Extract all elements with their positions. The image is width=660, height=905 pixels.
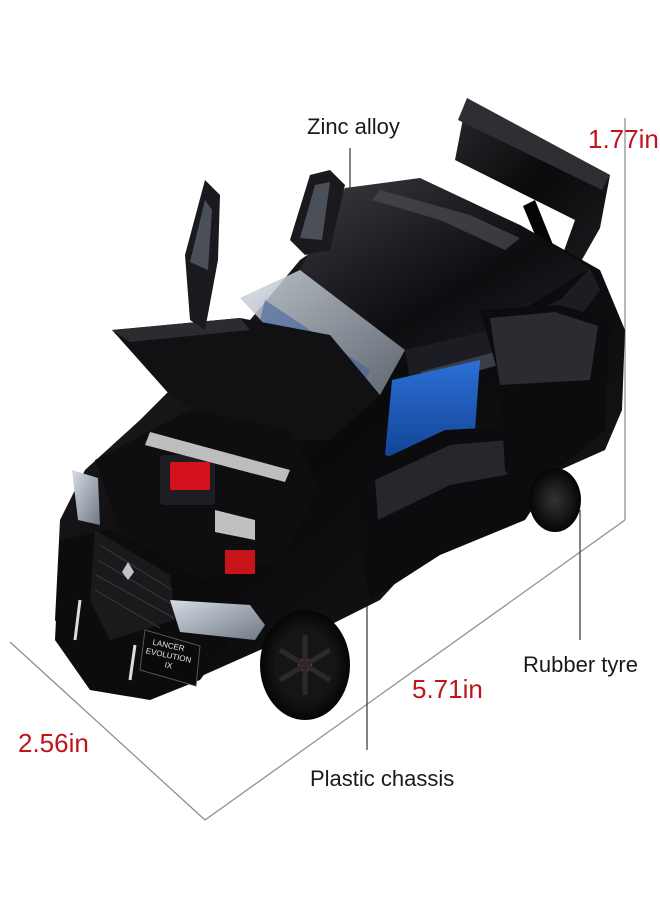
right-headlight — [170, 600, 265, 640]
callout-zinc-alloy: Zinc alloy — [307, 114, 400, 139]
open-front-door — [360, 425, 545, 600]
brand-badge-icon — [122, 562, 134, 580]
dimension-lines — [9, 118, 626, 821]
callout-plastic-chassis: Plastic chassis — [310, 766, 455, 791]
dimension-width: 2.56in — [18, 728, 89, 758]
length-guide-line — [204, 519, 626, 821]
front-wheel — [260, 610, 350, 720]
open-hood — [112, 318, 380, 440]
open-rear-door — [480, 305, 610, 490]
callout-rubber-tyre: Rubber tyre — [523, 652, 638, 677]
plate-line-3: IX — [164, 660, 174, 671]
engine-cover-red — [170, 462, 210, 490]
strut-bar — [145, 432, 290, 482]
grille-mesh — [94, 544, 175, 629]
engine-bay — [95, 410, 320, 580]
left-headlight — [72, 470, 100, 525]
open-doors-up — [185, 170, 345, 330]
width-guide-line — [9, 641, 206, 821]
dimension-length: 5.71in — [412, 674, 483, 704]
rear-wheel — [529, 468, 581, 532]
dimension-height: 1.77in — [588, 124, 659, 154]
front-license-plate: LANCER EVOLUTION IX — [139, 629, 201, 687]
